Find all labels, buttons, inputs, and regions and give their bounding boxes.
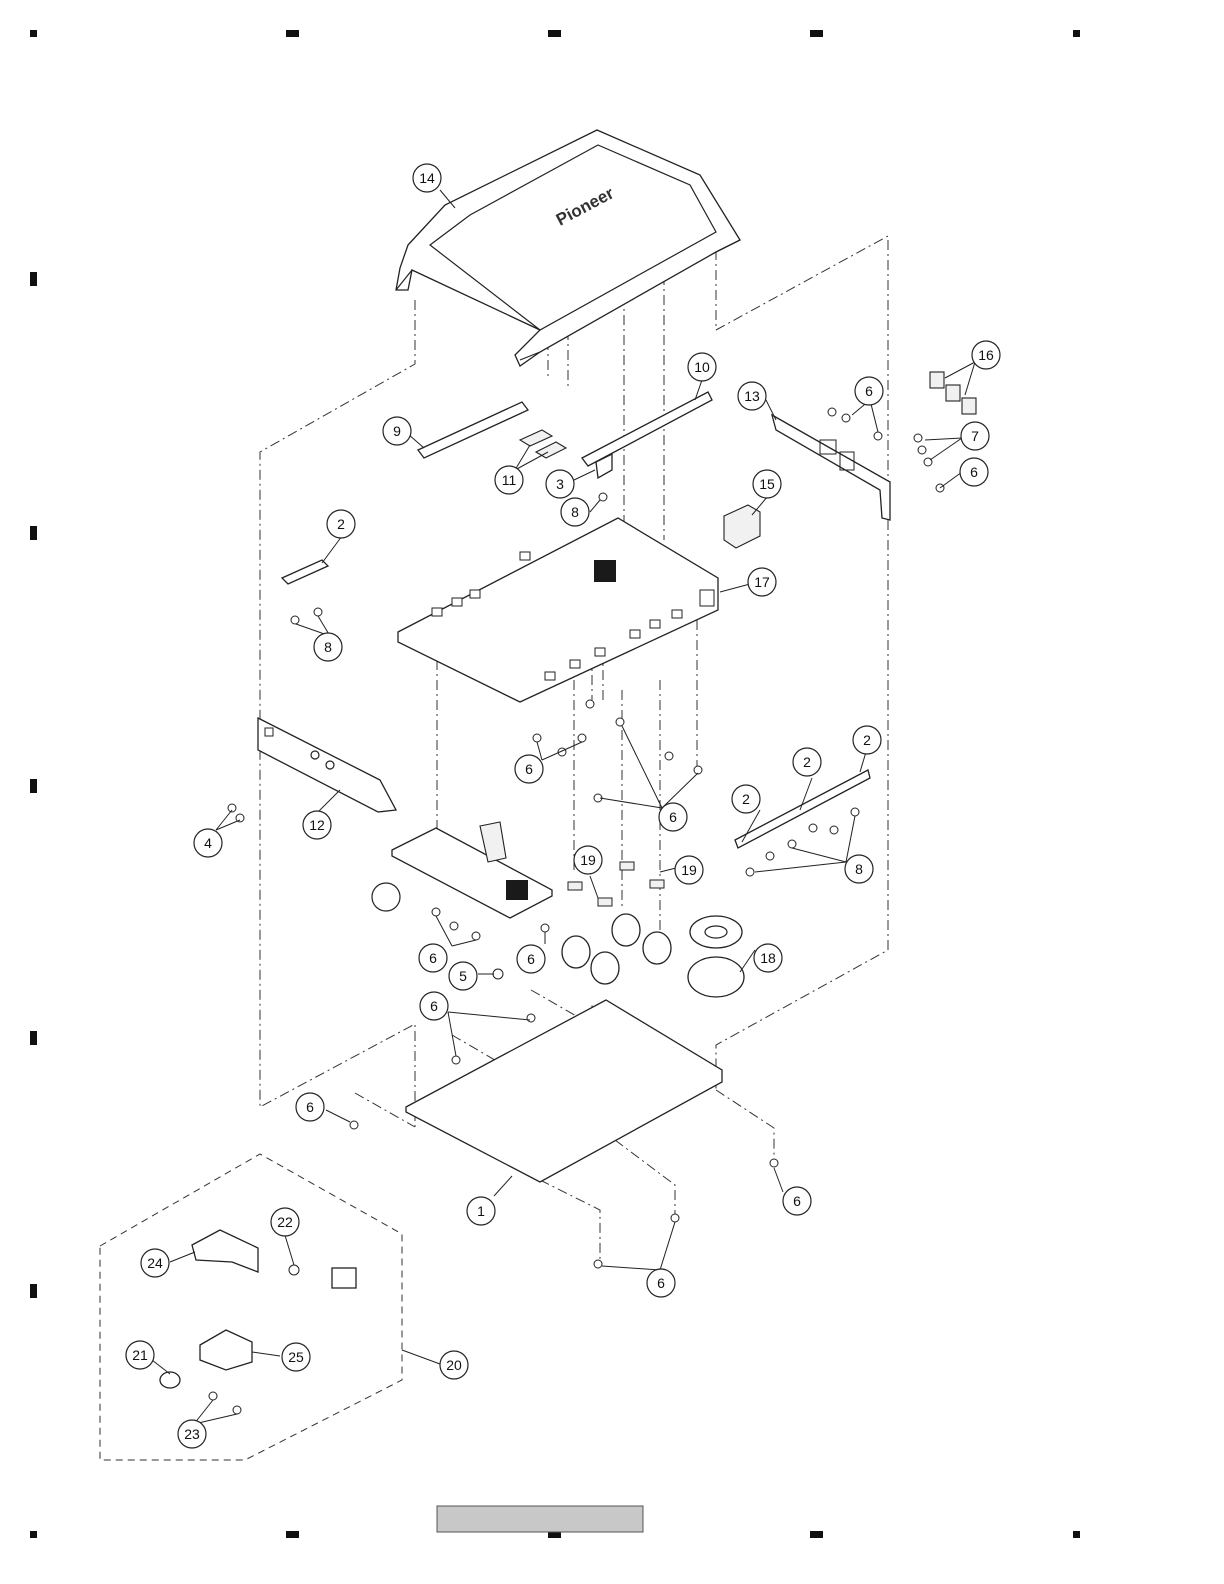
service-assembly <box>100 1154 440 1460</box>
callout-number: 8 <box>571 504 579 520</box>
callout-6: 6 <box>647 1269 675 1297</box>
callout-22: 22 <box>271 1208 299 1236</box>
callout-19: 19 <box>675 856 703 884</box>
callout-number: 15 <box>759 476 775 492</box>
callout-8: 8 <box>314 633 342 661</box>
callout-14: 14 <box>413 164 441 192</box>
callout-6: 6 <box>783 1187 811 1215</box>
callout-number: 21 <box>132 1347 148 1363</box>
callout-2: 2 <box>853 726 881 754</box>
callout-circle <box>372 883 400 911</box>
top-cover: Pioneer <box>396 130 740 366</box>
callout-8: 8 <box>845 855 873 883</box>
callout-number: 16 <box>978 347 994 363</box>
callout-number: 6 <box>429 950 437 966</box>
callout-number: 19 <box>580 852 596 868</box>
callout-number: 24 <box>147 1255 163 1271</box>
callout-number: 6 <box>527 951 535 967</box>
callout-number: 7 <box>971 428 979 444</box>
callout-6: 6 <box>517 945 545 973</box>
callout-number: 6 <box>970 464 978 480</box>
callout-number: 17 <box>754 574 770 590</box>
callout-6: 6 <box>659 803 687 831</box>
callout-2: 2 <box>327 510 355 538</box>
callout-2: 2 <box>732 785 760 813</box>
callout-25: 25 <box>282 1343 310 1371</box>
callout-number: 6 <box>793 1193 801 1209</box>
bottom-plate <box>406 1000 722 1182</box>
subpcb-shield-block <box>506 880 528 900</box>
title-bar <box>437 1506 643 1532</box>
callout-1: 1 <box>467 1197 495 1225</box>
callout-9: 9 <box>383 417 411 445</box>
callout-number: 14 <box>419 170 435 186</box>
coils <box>562 914 744 997</box>
callout-number: 20 <box>446 1357 462 1373</box>
callout-19: 19 <box>574 846 602 874</box>
callout-number: 6 <box>525 761 533 777</box>
callout-number: 2 <box>337 516 345 532</box>
callout-7: 7 <box>961 422 989 450</box>
callout-number: 6 <box>669 809 677 825</box>
callout-15: 15 <box>753 470 781 498</box>
pcb-shield-block <box>594 560 616 582</box>
callout-number: 5 <box>459 968 467 984</box>
callout-number: 13 <box>744 388 760 404</box>
rear-panel <box>772 415 890 520</box>
fuses <box>930 372 976 414</box>
callout-2: 2 <box>793 748 821 776</box>
callout-24: 24 <box>141 1249 169 1277</box>
brackets <box>418 392 712 478</box>
callout-number: 8 <box>855 861 863 877</box>
callout-number: 22 <box>277 1214 293 1230</box>
callout-8: 8 <box>561 498 589 526</box>
callout-6: 6 <box>420 992 448 1020</box>
callout-blank <box>372 883 400 911</box>
callout-10: 10 <box>688 353 716 381</box>
callout-6: 6 <box>960 458 988 486</box>
callout-number: 3 <box>556 476 564 492</box>
callout-number: 6 <box>657 1275 665 1291</box>
callout-6: 6 <box>419 944 447 972</box>
callout-number: 2 <box>742 791 750 807</box>
sub-pcb <box>392 822 552 918</box>
callout-number: 4 <box>204 835 212 851</box>
callout-6: 6 <box>855 377 883 405</box>
callout-3: 3 <box>546 470 574 498</box>
callout-number: 6 <box>865 383 873 399</box>
callout-number: 19 <box>681 862 697 878</box>
callout-17: 17 <box>748 568 776 596</box>
callout-number: 11 <box>502 472 517 488</box>
callout-number: 25 <box>288 1349 304 1365</box>
callout-number: 12 <box>309 817 325 833</box>
callout-4: 4 <box>194 829 222 857</box>
callout-number: 1 <box>477 1203 485 1219</box>
callout-11: 11 <box>495 466 523 494</box>
callout-20: 20 <box>440 1351 468 1379</box>
callout-number: 6 <box>430 998 438 1014</box>
callout-number: 8 <box>324 639 332 655</box>
callout-16: 16 <box>972 341 1000 369</box>
callout-number: 6 <box>306 1099 314 1115</box>
callout-number: 18 <box>760 950 776 966</box>
callout-13: 13 <box>738 382 766 410</box>
callout-18: 18 <box>754 944 782 972</box>
callout-12: 12 <box>303 811 331 839</box>
callout-21: 21 <box>126 1341 154 1369</box>
callout-number: 2 <box>863 732 871 748</box>
main-pcb <box>398 518 718 702</box>
callout-number: 2 <box>803 754 811 770</box>
callout-5: 5 <box>449 962 477 990</box>
callout-number: 10 <box>694 359 710 375</box>
callout-23: 23 <box>178 1420 206 1448</box>
front-panel <box>258 718 396 812</box>
callout-6: 6 <box>515 755 543 783</box>
callout-number: 23 <box>184 1426 200 1442</box>
callout-6: 6 <box>296 1093 324 1121</box>
callout-number: 9 <box>393 423 401 439</box>
